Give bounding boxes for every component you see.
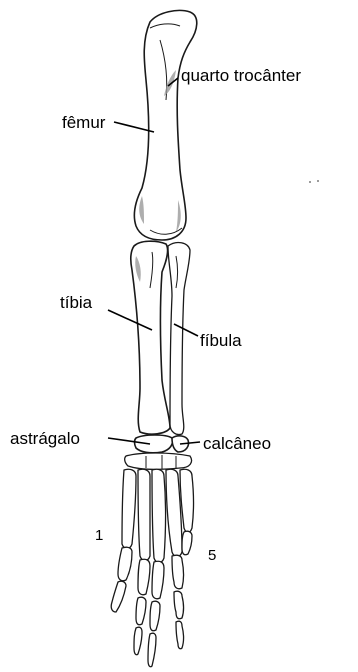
label-fibula: fíbula [200,331,242,350]
tibia-bone [131,241,170,434]
tarsal-bones [125,453,192,469]
label-astragalo: astrágalo [10,429,80,448]
label-tibia: tíbia [60,293,93,312]
label-digit-5: 5 [208,547,216,564]
label-calcaneo: calcâneo [203,434,271,453]
label-femur: fêmur [62,113,106,132]
label-digit-1: 1 [95,527,103,544]
label-quarto-trocanter: quarto trocânter [181,66,301,85]
astragalus-bone [135,435,173,453]
femur-bone [134,10,196,240]
artifact-dot [317,180,319,182]
fibula-bone [168,243,190,435]
artifact-dot [309,181,311,183]
